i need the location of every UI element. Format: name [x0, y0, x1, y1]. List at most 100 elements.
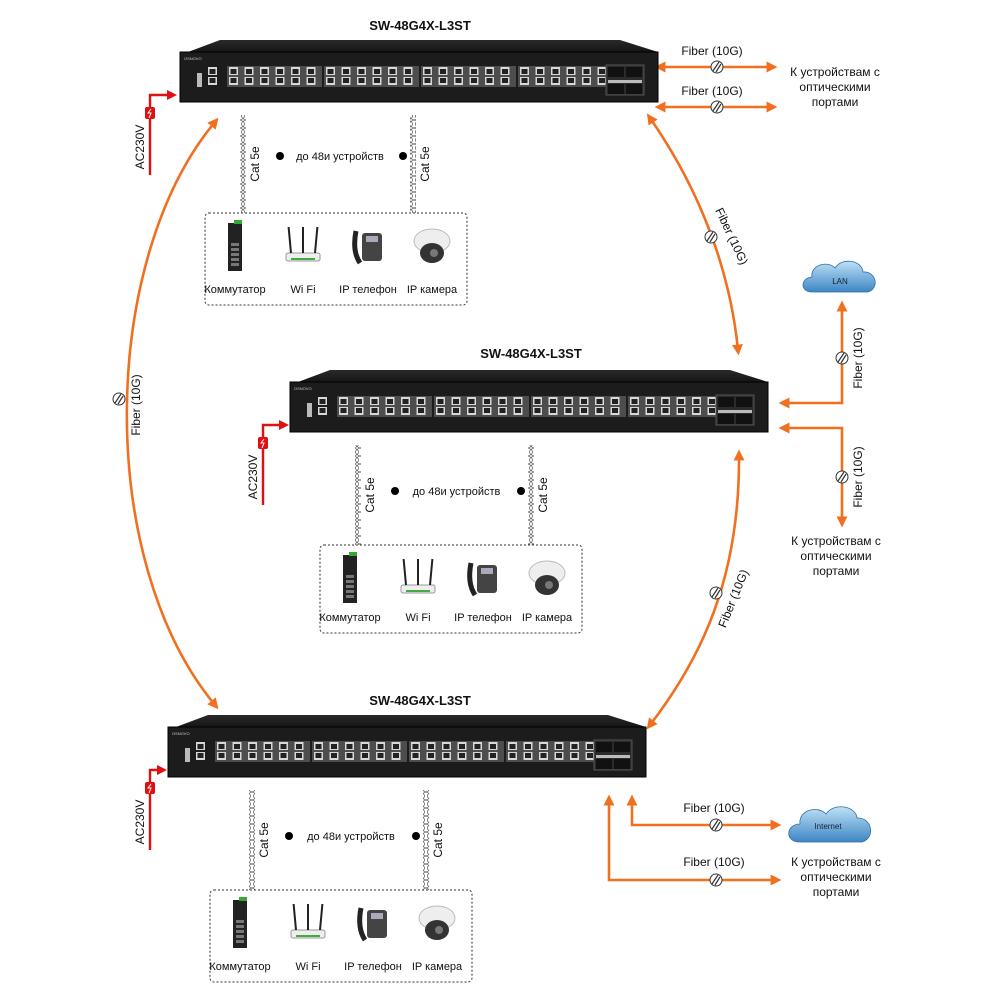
fiber-label: Fiber (10G)	[851, 327, 865, 388]
bullet-dot	[276, 152, 284, 160]
switch-group: SW-48G4X-L3ST OSNOVO AC230V Cat 5e Cat 5e до …	[133, 693, 647, 983]
ip-camera-icon	[418, 905, 456, 940]
device-label: IP камера	[407, 284, 458, 296]
fiber-connector-icon	[709, 818, 723, 832]
ip-phone-icon	[357, 907, 387, 942]
switch-brand-label: OSNOVO	[172, 731, 190, 736]
industrial-switch-icon	[228, 220, 242, 271]
device-count-caption: до 48и устройств	[413, 486, 501, 498]
ip-phone-icon	[352, 230, 382, 265]
fiber-label: Fiber (10G)	[683, 855, 744, 869]
fiber-label: Fiber (10G)	[129, 374, 143, 435]
industrial-switch-icon	[233, 897, 247, 948]
cat5e-cable	[249, 790, 255, 890]
bullet-dot	[517, 487, 525, 495]
device-label: Коммутатор	[319, 612, 380, 624]
fiber-connector-icon	[835, 470, 849, 484]
switch-brand-label: OSNOVO	[184, 56, 202, 61]
lan-cloud-icon: LAN	[802, 260, 876, 293]
svg-text:портами: портами	[813, 885, 860, 899]
destination-label-middle: К устройствам с оптическими портами	[791, 534, 881, 578]
svg-text:оптическими: оптическими	[799, 80, 870, 94]
power-label: AC230V	[133, 125, 147, 170]
device-label: Wi Fi	[405, 612, 430, 624]
cat5e-cable	[423, 790, 429, 890]
cable-label: Cat 5e	[257, 822, 271, 858]
svg-text:К устройствам с: К устройствам с	[791, 534, 881, 548]
fiber-label: Fiber (10G)	[851, 446, 865, 507]
internet-cloud-label: Internet	[814, 822, 842, 831]
device-label: Wi Fi	[295, 961, 320, 973]
device-count-caption: до 48и устройств	[307, 831, 395, 843]
device-label: Коммутатор	[204, 284, 265, 296]
ip-camera-icon	[528, 560, 566, 595]
destination-label-top: К устройствам с оптическими портами	[790, 65, 880, 109]
ip-camera-icon	[413, 228, 451, 263]
power-feed: AC230V	[246, 419, 290, 505]
cat5e-cable	[410, 115, 416, 213]
fiber-link-ring-right-lower	[646, 449, 745, 730]
device-label: Wi Fi	[290, 284, 315, 296]
network-switch[interactable]: OSNOVO	[289, 370, 769, 433]
wifi-router-icon	[290, 903, 326, 939]
power-label: AC230V	[246, 455, 260, 500]
cable-label: Cat 5e	[536, 477, 550, 513]
fiber-link-ring-left	[125, 117, 219, 710]
fiber-connector-icon	[709, 873, 723, 887]
cable-label: Cat 5e	[418, 146, 432, 182]
svg-text:оптическими: оптическими	[800, 549, 871, 563]
device-label: IP телефон	[344, 961, 402, 973]
device-label: IP телефон	[454, 612, 512, 624]
device-label: IP камера	[412, 961, 463, 973]
power-label: AC230V	[133, 800, 147, 845]
fiber-label: Fiber (10G)	[681, 44, 742, 58]
device-label: IP камера	[522, 612, 573, 624]
svg-text:портами: портами	[812, 95, 859, 109]
fiber-connector-icon	[112, 392, 126, 406]
switch-model-title: SW-48G4X-L3ST	[369, 18, 471, 33]
network-switch[interactable]: OSNOVO	[167, 715, 647, 778]
bullet-dot	[285, 832, 293, 840]
device-count-caption: до 48и устройств	[296, 151, 384, 163]
cable-label: Cat 5e	[431, 822, 445, 858]
cable-label: Cat 5e	[248, 146, 262, 182]
usb-port	[307, 403, 312, 417]
fiber-connector-icon	[710, 60, 724, 74]
end-devices-box: Коммутатор Wi Fi IP телефон IP камера	[209, 889, 473, 983]
usb-port	[197, 73, 202, 87]
fiber-connector-icon	[709, 586, 723, 600]
fiber-connector-icon	[835, 351, 849, 365]
svg-text:портами: портами	[813, 564, 860, 578]
bullet-dot	[412, 832, 420, 840]
lan-cloud-label: LAN	[832, 277, 848, 286]
cat5e-cable	[240, 115, 246, 213]
cable-label: Cat 5e	[363, 477, 377, 513]
industrial-switch-icon	[343, 552, 357, 603]
switch-model-title: SW-48G4X-L3ST	[480, 346, 582, 361]
end-devices-box: Коммутатор Wi Fi IP телефон IP камера	[204, 212, 468, 306]
switch-model-title: SW-48G4X-L3ST	[369, 693, 471, 708]
power-feed: AC230V	[133, 89, 178, 175]
switch-brand-label: OSNOVO	[294, 386, 312, 391]
svg-text:К устройствам с: К устройствам с	[790, 65, 880, 79]
switch-group: SW-48G4X-L3ST OSNOVO AC230V Cat 5e Cat 5e до …	[246, 346, 769, 634]
usb-port	[185, 748, 190, 762]
internet-cloud-icon: Internet	[788, 806, 871, 843]
destination-label-bottom: К устройствам с оптическими портами	[791, 855, 881, 899]
end-devices-box: Коммутатор Wi Fi IP телефон IP камера	[319, 544, 583, 634]
bullet-dot	[391, 487, 399, 495]
switch-group: SW-48G4X-L3ST OSNOVO AC230V Cat 5e Cat 5e до …	[133, 18, 659, 306]
network-switch[interactable]: OSNOVO	[179, 40, 659, 103]
cat5e-cable	[528, 445, 534, 545]
ip-phone-icon	[467, 562, 497, 597]
power-feed: AC230V	[133, 764, 168, 850]
bullet-dot	[399, 152, 407, 160]
fiber-connector-icon	[710, 100, 724, 114]
svg-text:К устройствам с: К устройствам с	[791, 855, 881, 869]
fiber-link-mid-devices	[778, 422, 848, 528]
fiber-connector-icon	[704, 230, 718, 244]
device-label: IP телефон	[339, 284, 397, 296]
svg-text:оптическими: оптическими	[800, 870, 871, 884]
device-label: Коммутатор	[209, 961, 270, 973]
cat5e-cable	[355, 445, 361, 545]
